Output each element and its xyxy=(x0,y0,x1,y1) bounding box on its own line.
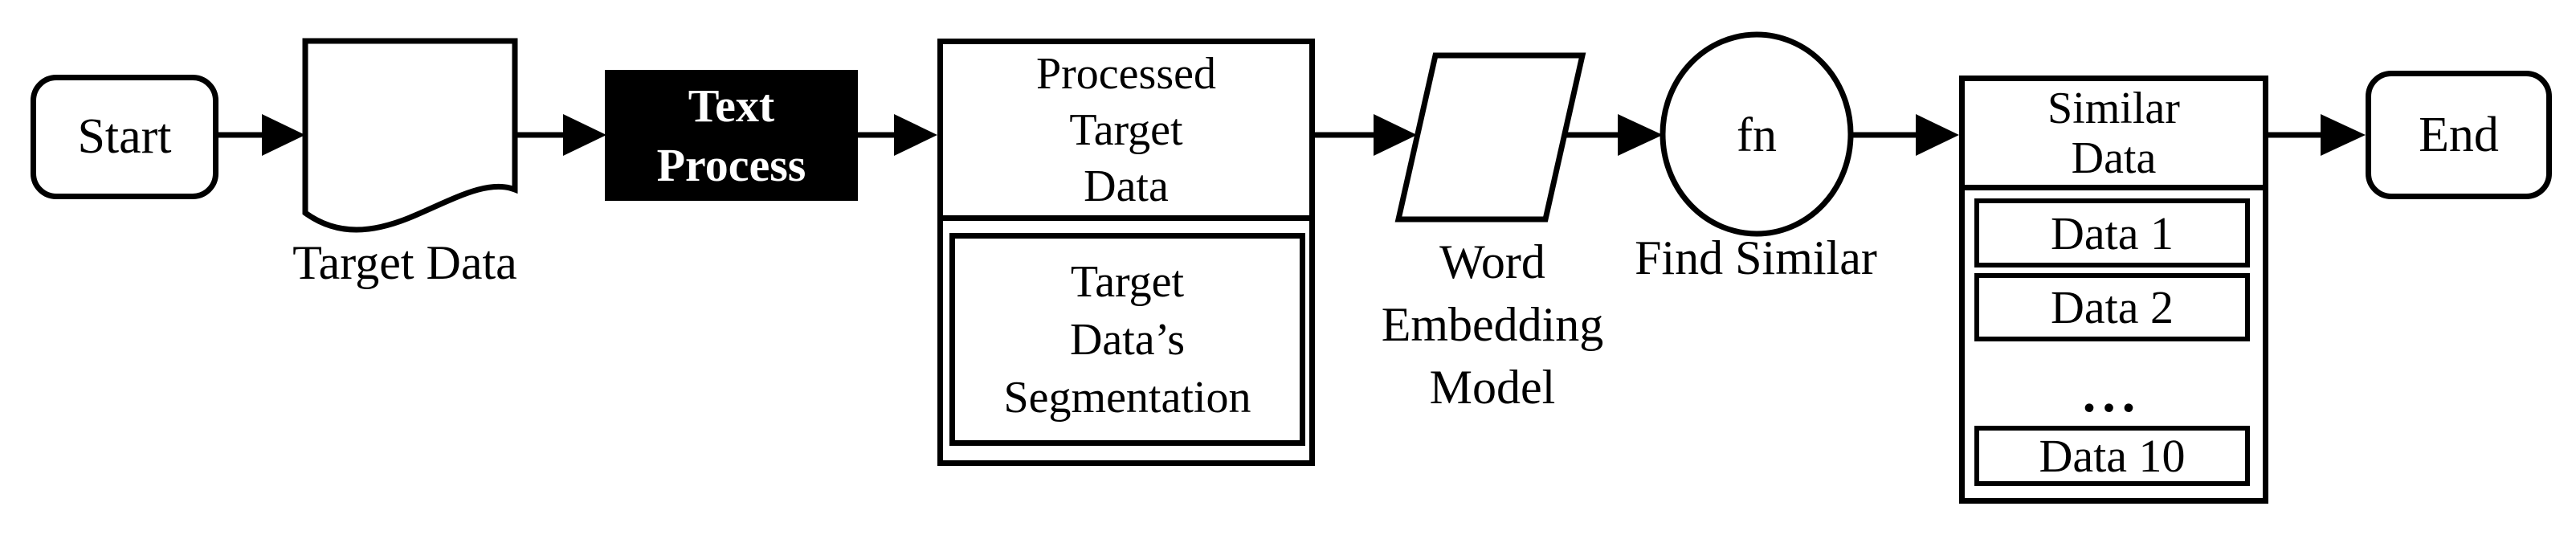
target-data-document-shape xyxy=(302,38,518,233)
end-node: End xyxy=(2366,71,2552,199)
fn-symbol-label: fn xyxy=(1737,108,1777,161)
flow-arrow-start-to-target-data xyxy=(217,114,305,156)
arrowhead-icon xyxy=(262,114,305,156)
arrowhead-icon xyxy=(894,114,937,156)
flow-arrow-find-similar-to-similar-data xyxy=(1851,114,1959,156)
section-divider xyxy=(943,215,1309,221)
arrowhead-icon xyxy=(563,114,606,156)
flow-arrow-word-embedding-to-find-similar xyxy=(1565,114,1663,156)
flow-arrow-target-data-to-text-process xyxy=(515,114,606,156)
find-similar-circle xyxy=(1659,31,1854,237)
similar-data-item-10: Data 10 xyxy=(1974,426,2250,486)
start-label: Start xyxy=(77,109,172,164)
word-embedding-parallelogram xyxy=(1394,52,1586,223)
similar-data-node: Similar Data Data 1 Data 2 ... Data 10 xyxy=(1959,76,2268,504)
similar-data-title: Similar Data xyxy=(2047,83,2180,183)
similar-data-item-2: Data 2 xyxy=(1974,273,2250,341)
arrowhead-icon xyxy=(1916,114,1959,156)
processed-target-data-node: Processed Target Data Target Data’s Segm… xyxy=(937,39,1315,466)
start-node: Start xyxy=(31,75,218,199)
flow-arrow-similar-data-to-end xyxy=(2268,114,2366,156)
find-similar-label: Find Similar xyxy=(1635,231,1877,284)
target-data-label: Target Data xyxy=(292,236,517,289)
processed-target-data-label: Processed Target Data xyxy=(1036,48,1216,211)
flow-arrow-text-process-to-processed xyxy=(858,114,937,156)
text-process-label: Text Process xyxy=(656,79,806,191)
similar-data-item-1: Data 1 xyxy=(1974,198,2250,268)
text-process-node: Text Process xyxy=(605,70,858,201)
arrowhead-icon xyxy=(1618,114,1663,156)
target-data-segmentation-label: Target Data’s Segmentation xyxy=(1003,256,1251,423)
section-divider xyxy=(1965,185,2263,190)
similar-data-ellipsis: ... xyxy=(2082,365,2142,423)
word-embedding-model-label: Word Embedding Model xyxy=(1381,235,1604,414)
arrowhead-icon xyxy=(2321,114,2366,156)
end-label: End xyxy=(2419,107,2499,162)
arrowhead-icon xyxy=(1374,114,1417,156)
target-data-segmentation-box: Target Data’s Segmentation xyxy=(949,233,1305,446)
flow-arrow-processed-to-word-embedding xyxy=(1315,114,1417,156)
